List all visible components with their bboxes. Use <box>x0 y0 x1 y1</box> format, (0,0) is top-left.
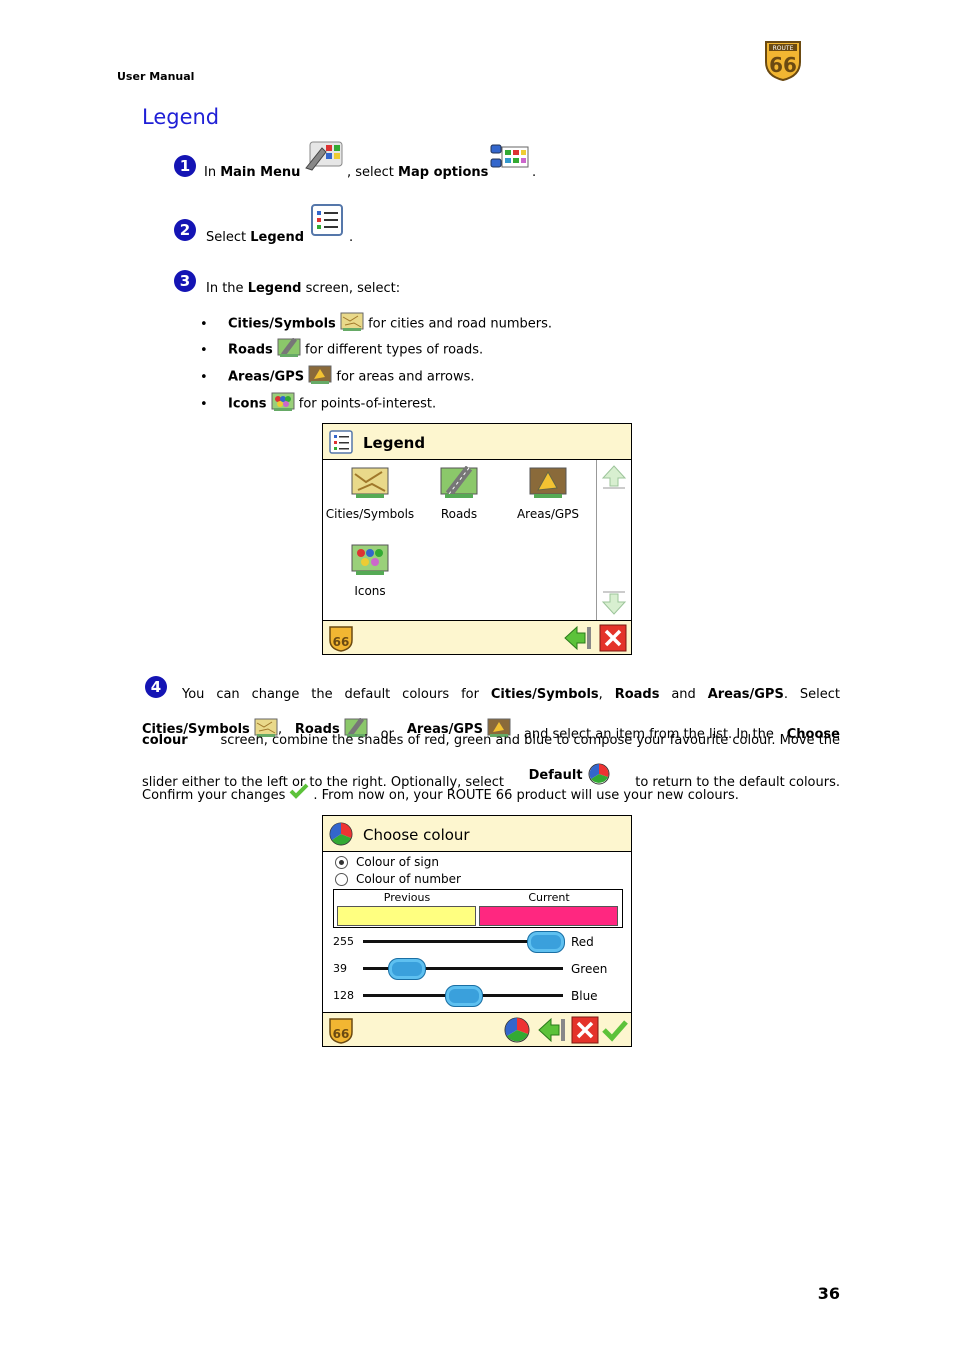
cities-symbols-icon <box>254 718 278 741</box>
close-icon[interactable] <box>599 624 627 656</box>
header-label: User Manual <box>117 70 195 83</box>
slider-knob[interactable] <box>445 985 484 1007</box>
default-colour-icon[interactable] <box>503 1016 531 1048</box>
legend-screen: Legend Cities/Symbols Roads Areas/GPS Ic… <box>322 423 632 655</box>
colour-title-bar: Choose colour <box>323 816 631 852</box>
scroll-up-icon[interactable] <box>601 464 627 490</box>
svg-text:66: 66 <box>333 1027 350 1041</box>
confirm-check-icon <box>289 783 309 802</box>
legend-title-bar: Legend <box>323 424 631 460</box>
bullet-areas: •Areas/GPS for areas and arrows. <box>200 365 475 389</box>
previous-colour-swatch <box>337 906 476 926</box>
confirm-check-icon[interactable] <box>601 1016 629 1048</box>
step-1-text: In Main Menu <box>204 165 301 180</box>
icons-icon <box>271 392 295 416</box>
roads-icon <box>277 337 301 362</box>
bullet-cities: •Cities/Symbols for cities and road numb… <box>200 312 552 336</box>
slider-track[interactable] <box>363 940 563 943</box>
default-colour-icon <box>587 762 611 789</box>
step-3-text: In the Legend screen, select: <box>206 281 401 296</box>
choose-colour-screen: Choose colour Colour of sign Colour of n… <box>322 815 632 1047</box>
red-slider[interactable]: 255 Red <box>333 931 623 953</box>
roads-icon <box>344 717 368 741</box>
legend-item-areas[interactable]: Areas/GPS <box>503 466 593 521</box>
step-number-2: 2 <box>174 219 196 241</box>
radio-colour-of-number[interactable]: Colour of number <box>335 872 461 886</box>
step-2-text: Select Legend <box>206 230 305 245</box>
current-label: Current <box>528 891 570 904</box>
legend-bottom-bar: 66 <box>323 620 631 654</box>
route66-icon[interactable]: 66 <box>327 1016 355 1048</box>
areas-gps-icon <box>487 718 511 741</box>
bullet-icons: •Icons for points-of-interest. <box>200 392 436 416</box>
legend-title-icon <box>329 430 353 458</box>
step-number-3: 3 <box>174 270 196 292</box>
colour-screen-title: Choose colour <box>363 826 470 844</box>
legend-item-icons[interactable]: Icons <box>325 543 415 598</box>
current-colour-swatch <box>479 906 618 926</box>
colour-bottom-bar: 66 <box>323 1012 631 1046</box>
cities-symbols-icon <box>340 312 364 336</box>
step-1-end: . <box>532 165 537 180</box>
scroll-down-icon[interactable] <box>601 590 627 616</box>
step-1-text-b: , select Map options <box>347 165 489 180</box>
slider-knob[interactable] <box>527 931 565 953</box>
svg-text:66: 66 <box>769 53 797 77</box>
bullet-roads: •Roads for different types of roads. <box>200 337 483 362</box>
back-icon[interactable] <box>563 624 593 656</box>
legend-scrollbar[interactable] <box>596 460 631 620</box>
step-2-end: . <box>349 230 354 245</box>
areas-gps-icon <box>529 467 567 498</box>
previous-label: Previous <box>383 891 431 904</box>
back-icon[interactable] <box>537 1016 567 1048</box>
cities-symbols-icon <box>351 467 389 498</box>
page-number: 36 <box>817 1284 840 1303</box>
areas-gps-icon <box>308 365 332 389</box>
radio-unselected-icon[interactable] <box>335 872 348 886</box>
route66-logo: ROUTE 66 <box>760 36 806 82</box>
radio-colour-of-sign[interactable]: Colour of sign <box>335 855 439 869</box>
step-number-4: 4 <box>145 676 167 698</box>
legend-screen-title: Legend <box>363 434 426 452</box>
slider-knob[interactable] <box>388 958 427 980</box>
radio-selected-icon[interactable] <box>335 855 348 869</box>
legend-icon <box>310 203 346 243</box>
svg-text:ROUTE: ROUTE <box>773 45 794 52</box>
green-slider[interactable]: 39 Green <box>333 958 623 980</box>
main-menu-icon <box>304 138 346 176</box>
section-title: Legend <box>142 105 220 129</box>
colour-wheel-icon <box>328 821 354 851</box>
colour-preview-box: Previous Current <box>333 889 623 928</box>
roads-icon <box>440 465 478 498</box>
icons-icon <box>351 544 389 575</box>
blue-slider[interactable]: 128 Blue <box>333 985 623 1007</box>
map-options-icon <box>490 143 530 175</box>
step-number-1: 1 <box>174 155 196 177</box>
close-icon[interactable] <box>571 1016 599 1048</box>
route66-icon[interactable]: 66 <box>327 624 355 656</box>
legend-item-cities[interactable]: Cities/Symbols <box>325 466 415 521</box>
svg-text:66: 66 <box>333 635 350 649</box>
slider-track[interactable] <box>363 967 563 970</box>
legend-item-roads[interactable]: Roads <box>414 465 504 521</box>
